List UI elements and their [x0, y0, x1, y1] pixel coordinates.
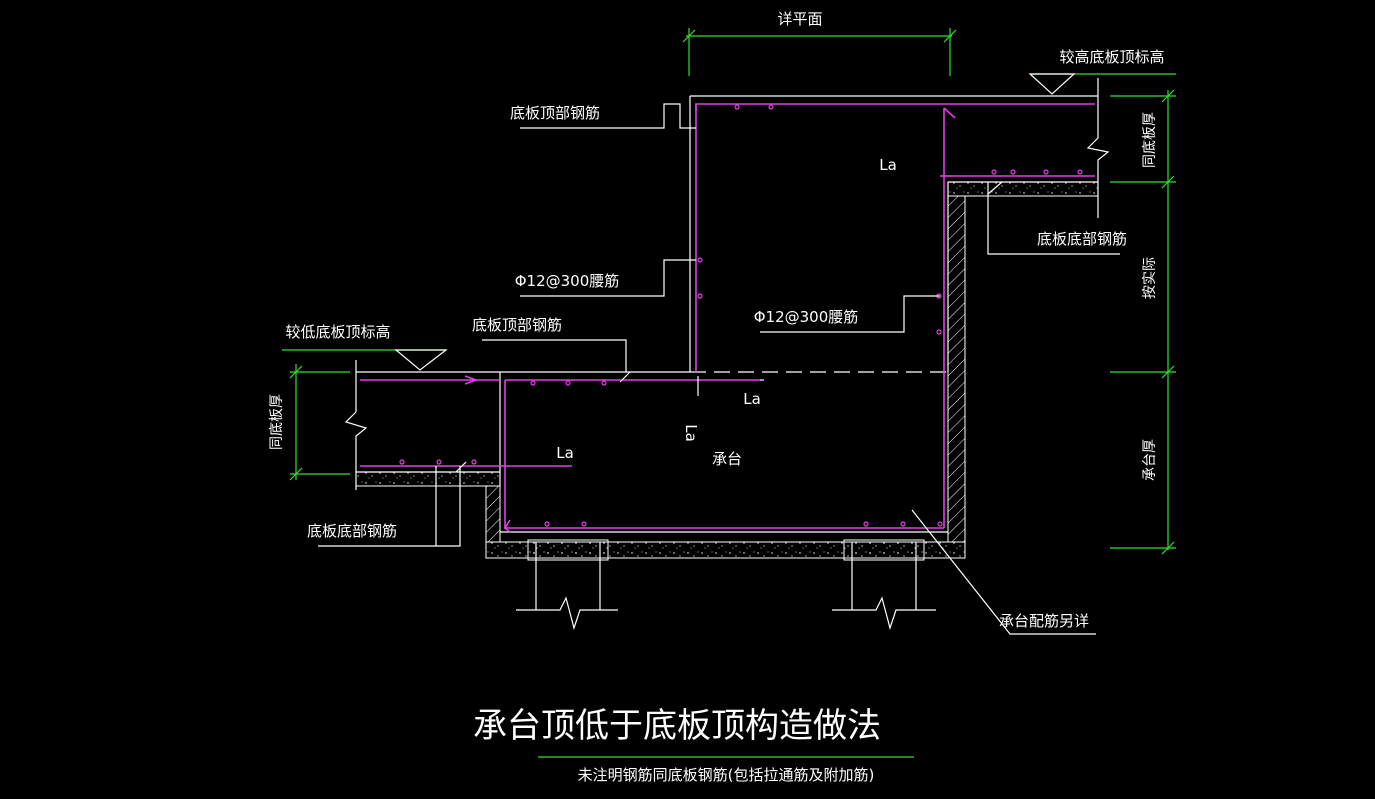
drawing-subtitle: 未注明钢筋同底板钢筋(包括拉通筋及附加筋): [578, 766, 875, 784]
cap-label: 承台: [712, 450, 742, 468]
cap-reinforcement-note: 承台配筋另详: [999, 612, 1089, 630]
cap-thickness-label: 承台厚: [1142, 439, 1158, 481]
slab-bottom-rebar-right-label: 底板底部钢筋: [1037, 230, 1127, 248]
la-label-middle: La: [743, 390, 761, 408]
same-slab-thickness-right-label: 同底板厚: [1142, 112, 1158, 168]
leader-lines: [318, 103, 1120, 635]
rebar-lines: [360, 103, 1095, 533]
per-actual-label: 按实际: [1142, 257, 1158, 299]
la-label-upper: La: [879, 156, 897, 174]
dimension-lines: [282, 28, 1176, 758]
drawing-title: 承台顶低于底板顶构造做法: [473, 706, 881, 746]
higher-slab-elevation-label: 较高底板顶标高: [1059, 48, 1164, 66]
slab-bottom-rebar-left-label: 底板底部钢筋: [307, 522, 397, 540]
waist-rebar-left-label: Φ12@300腰筋: [515, 272, 620, 290]
lower-slab-elevation-label: 较低底板顶标高: [285, 323, 390, 341]
slab-top-rebar-lower-label: 底板顶部钢筋: [472, 316, 562, 334]
la-label-lower: La: [556, 444, 574, 462]
slab-top-rebar-upper-label: 底板顶部钢筋: [510, 104, 600, 122]
elevation-markers: [394, 73, 1076, 371]
la-label-vertical: La: [682, 424, 700, 442]
detail-plan-label: 详平面: [777, 10, 822, 28]
concrete-outline: [344, 78, 1110, 631]
same-slab-thickness-left-label: 同底板厚: [269, 394, 285, 450]
waist-rebar-right-label: Φ12@300腰筋: [754, 308, 859, 326]
